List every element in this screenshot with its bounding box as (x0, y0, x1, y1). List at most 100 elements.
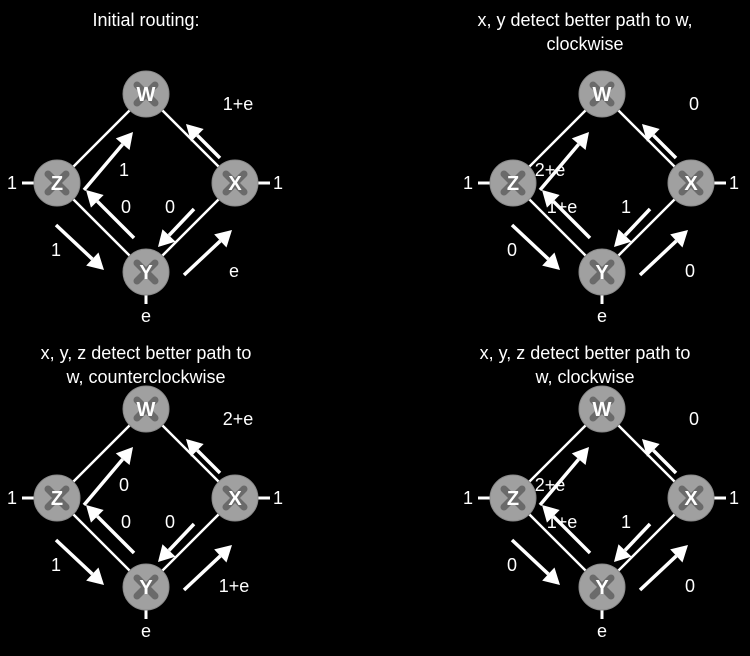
router-w: W (122, 385, 170, 433)
arrow-x-to-y (158, 207, 196, 247)
arrow-y-to-z (542, 505, 592, 555)
arrow-y-to-z (86, 190, 136, 240)
router-w-label: W (593, 399, 612, 421)
router-z: Z (33, 474, 81, 522)
router-w-label: W (593, 84, 612, 106)
arrow-x-to-y (614, 522, 652, 562)
router-x-label: X (684, 173, 698, 195)
arrow-y-to-z (542, 190, 592, 240)
router-x: X (667, 474, 715, 522)
arrow-z-to-y (54, 538, 104, 585)
router-z: Z (489, 474, 537, 522)
panel-3: x, y, z detect better path to w, counterc… (7, 343, 283, 641)
arrow-y-to-x (638, 230, 688, 277)
stub-z: 1 (7, 173, 34, 193)
router-z: Z (33, 159, 81, 207)
router-y: Y (578, 248, 626, 296)
stub-z: 1 (463, 488, 490, 508)
router-w: W (578, 385, 626, 433)
router-x-label: X (228, 173, 242, 195)
router-x-label: X (228, 488, 242, 510)
router-z-label: Z (51, 488, 63, 510)
stub-z-cost: 1 (463, 173, 473, 193)
router-y-label: Y (595, 577, 609, 599)
panel-title: x, y, z detect better path to (480, 343, 691, 363)
stub-z-cost: 1 (7, 488, 17, 508)
arrow-x-to-w (186, 439, 222, 475)
cost-y-to-x: 1+e (219, 576, 250, 596)
router-z-label: Z (507, 173, 519, 195)
cost-y-to-z: 0 (121, 197, 131, 217)
cost-x-to-y: 1 (621, 197, 631, 217)
arrow-y-to-x (638, 545, 688, 592)
panel-title: w, counterclockwise (65, 367, 225, 387)
arrow-z-to-w (82, 447, 133, 507)
panel-title: Initial routing: (92, 10, 199, 30)
arrow-z-to-y (510, 223, 560, 270)
router-z-label: Z (507, 488, 519, 510)
stub-y: e (597, 295, 607, 326)
panel-4: x, y, z detect better path to w, clockwis… (463, 343, 739, 641)
arrow-z-to-y (54, 223, 104, 270)
arrow-z-to-w (538, 447, 589, 507)
cost-x-to-y: 0 (165, 512, 175, 532)
stub-z-cost: 1 (463, 488, 473, 508)
router-y: Y (122, 563, 170, 611)
router-z-label: Z (51, 173, 63, 195)
panel-title: x, y, z detect better path to (41, 343, 252, 363)
cost-y-to-z: 0 (121, 512, 131, 532)
panel-title: clockwise (546, 34, 623, 54)
router-y-label: Y (139, 577, 153, 599)
stub-y-cost: e (141, 621, 151, 641)
stub-x-cost: 1 (729, 173, 739, 193)
cost-x-to-w: 0 (689, 409, 699, 429)
cost-x-to-w: 0 (689, 94, 699, 114)
arrow-z-to-w (538, 132, 589, 192)
arrow-x-to-w (642, 124, 678, 160)
arrow-z-to-y (510, 538, 560, 585)
panel-title: w, clockwise (534, 367, 634, 387)
arrow-y-to-z (86, 505, 136, 555)
arrow-x-to-y (614, 207, 652, 247)
arrow-y-to-x (182, 230, 232, 277)
arrow-x-to-w (186, 124, 222, 160)
router-y: Y (578, 563, 626, 611)
cost-y-to-x: e (229, 261, 239, 281)
arrow-y-to-x (182, 545, 232, 592)
router-x-label: X (684, 488, 698, 510)
stub-y-cost: e (141, 306, 151, 326)
stub-x-cost: 1 (273, 173, 283, 193)
router-x: X (211, 474, 259, 522)
router-x: X (211, 159, 259, 207)
stub-x-cost: 1 (729, 488, 739, 508)
cost-y-to-z: 1+e (547, 197, 578, 217)
stub-x-cost: 1 (273, 488, 283, 508)
router-y-label: Y (595, 262, 609, 284)
cost-x-to-w: 2+e (223, 409, 254, 429)
stub-y: e (141, 610, 151, 641)
cost-z-to-w: 2+e (535, 475, 566, 495)
cost-z-to-w: 2+e (535, 160, 566, 180)
cost-z-to-y: 1 (51, 555, 61, 575)
stub-x: 1 (714, 488, 739, 508)
stub-x: 1 (258, 488, 283, 508)
cost-y-to-x: 0 (685, 261, 695, 281)
cost-x-to-y: 0 (165, 197, 175, 217)
stub-y-cost: e (597, 621, 607, 641)
arrow-x-to-y (158, 522, 196, 562)
stub-z-cost: 1 (7, 173, 17, 193)
router-w: W (122, 70, 170, 118)
router-w: W (578, 70, 626, 118)
arrow-z-to-w (82, 132, 133, 192)
stub-x: 1 (714, 173, 739, 193)
cost-x-to-w: 1+e (223, 94, 254, 114)
stub-z: 1 (463, 173, 490, 193)
router-x: X (667, 159, 715, 207)
cost-y-to-z: 1+e (547, 512, 578, 532)
cost-y-to-x: 0 (685, 576, 695, 596)
cost-x-to-y: 1 (621, 512, 631, 532)
